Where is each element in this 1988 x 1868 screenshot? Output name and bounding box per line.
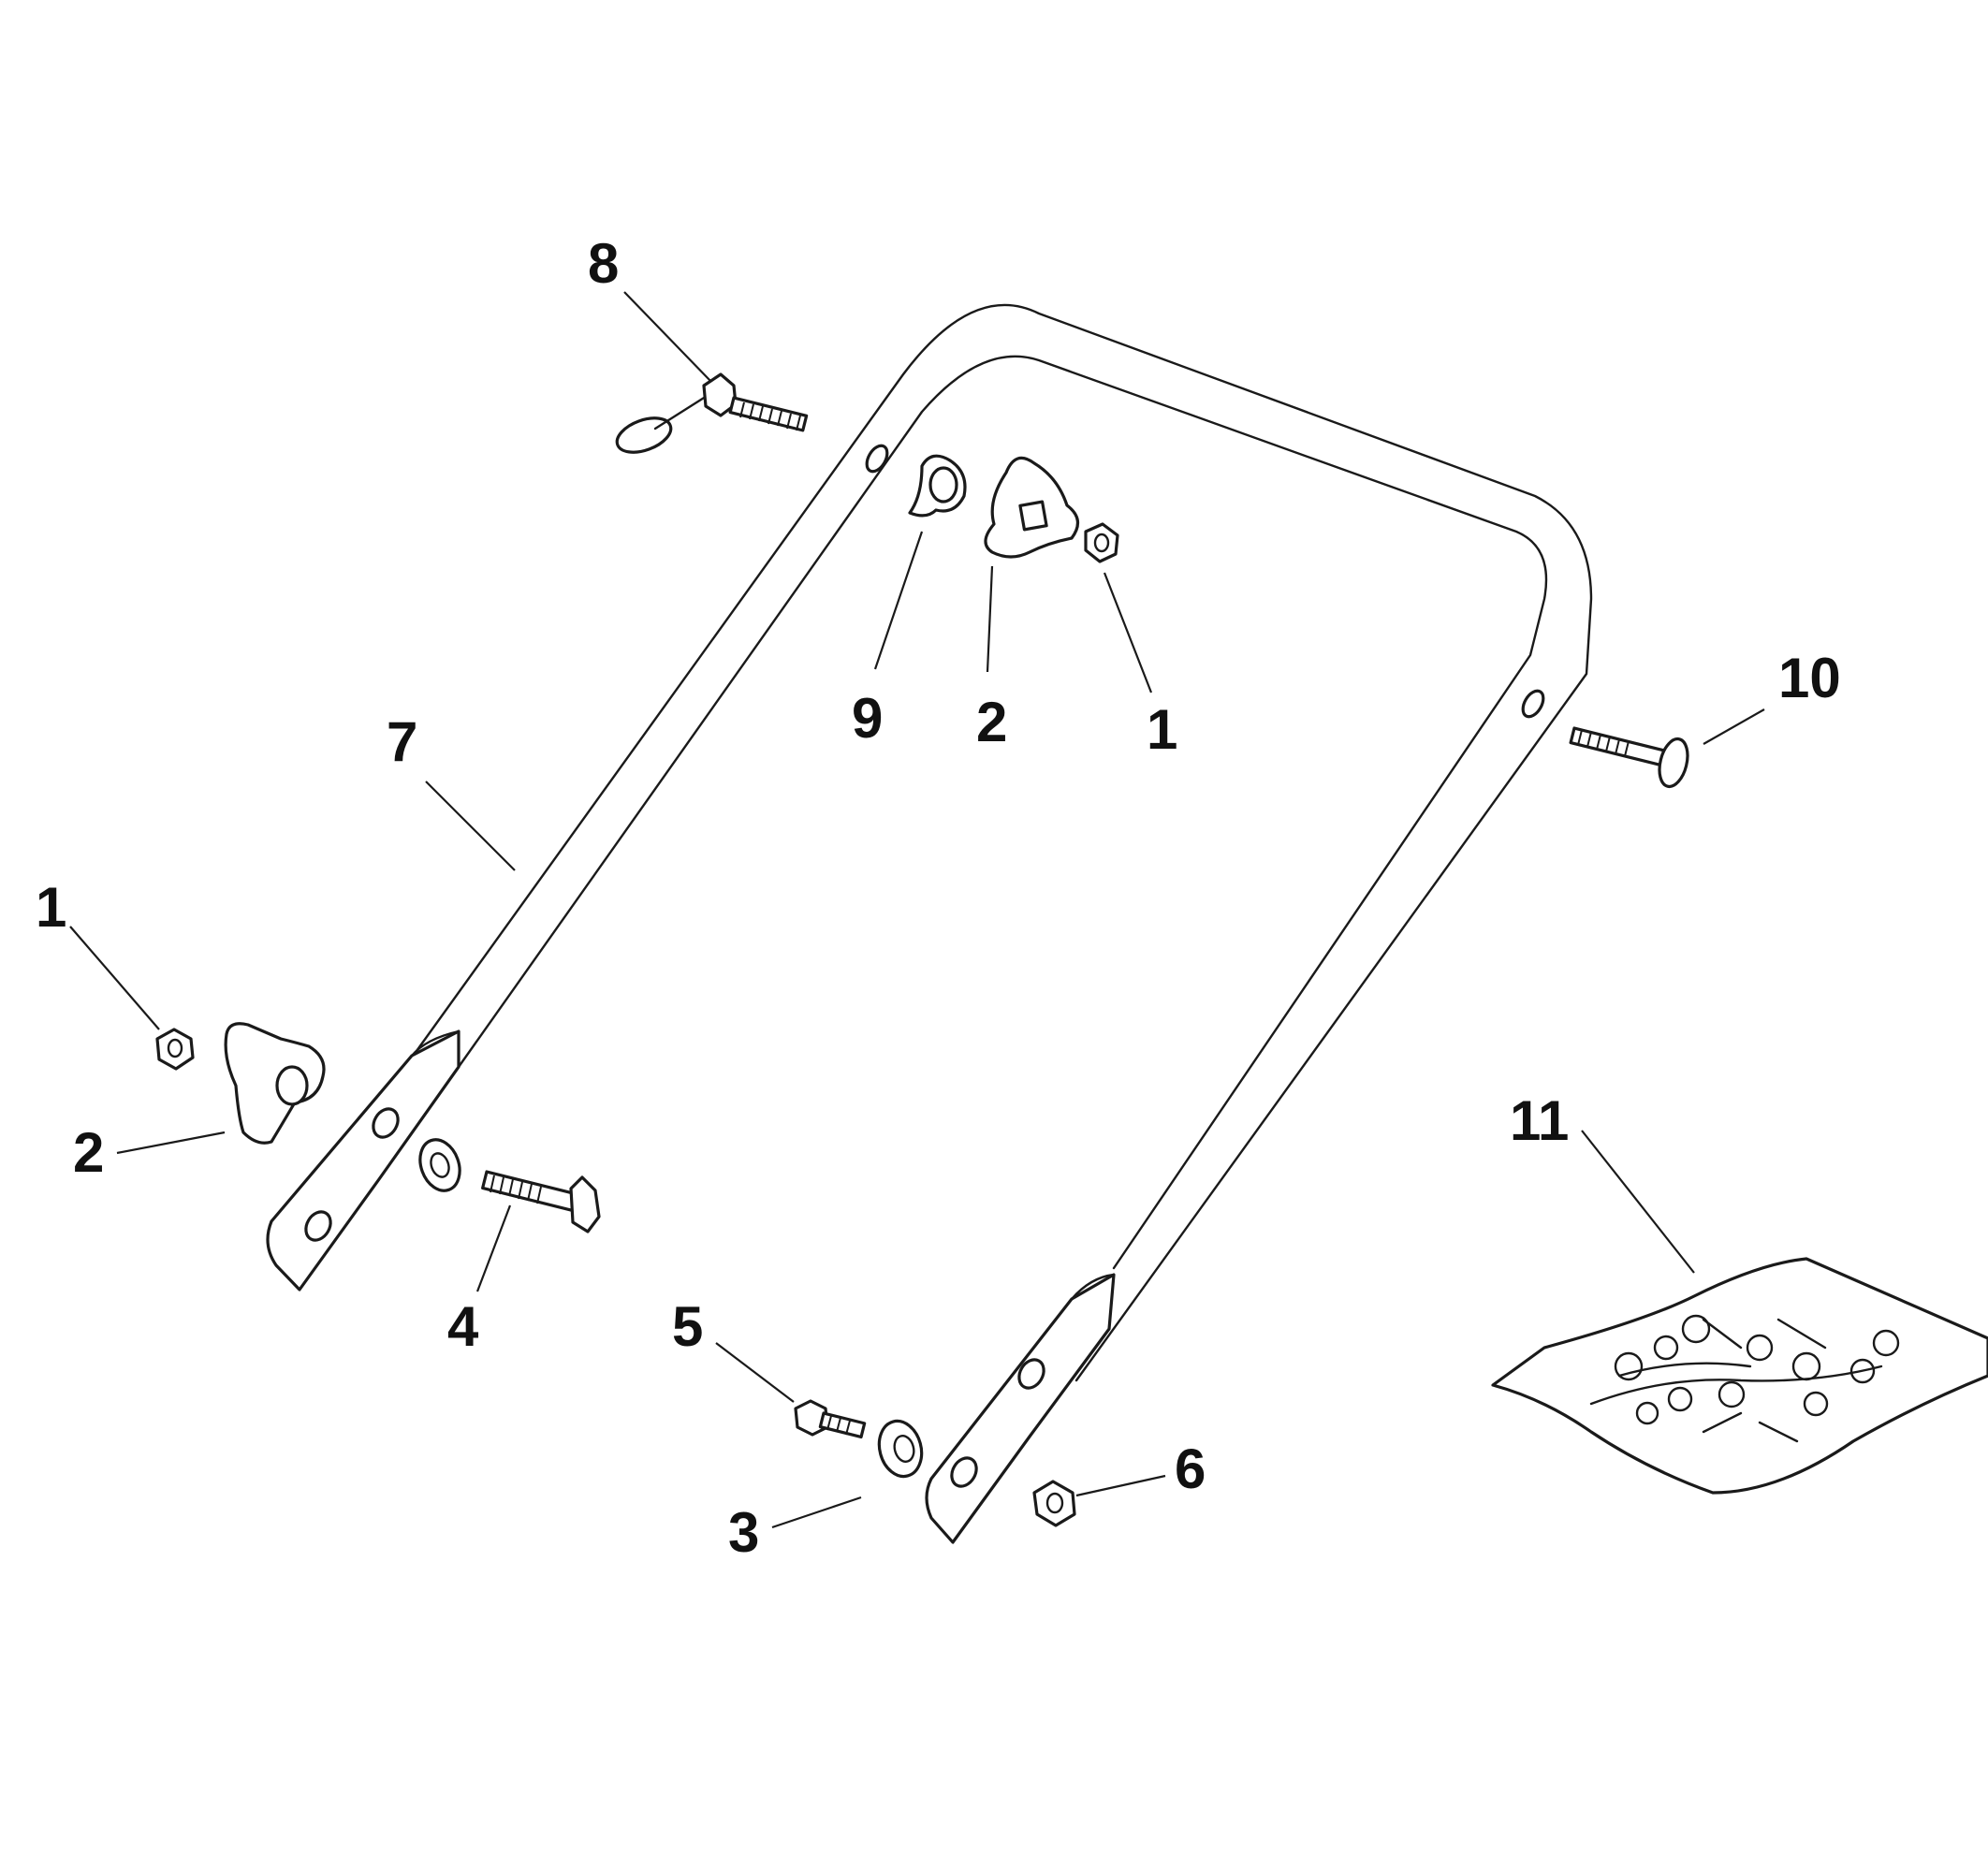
bolt-with-ring-part	[615, 372, 809, 454]
nut-top-part	[1084, 522, 1119, 563]
callout-8: 8	[588, 232, 619, 295]
knob-top-part	[984, 456, 1079, 559]
carriage-bolt-part	[1569, 726, 1689, 789]
callout-5: 5	[672, 1295, 703, 1358]
callout-1-left: 1	[36, 876, 66, 939]
lock-nut-part	[1032, 1480, 1076, 1527]
leader-lines	[69, 291, 1765, 1529]
callout-labels: 8 9 2 1 10 7 1 2 4 5 3 6 11	[36, 232, 1841, 1564]
callout-6: 6	[1175, 1437, 1206, 1500]
callout-1-top: 1	[1147, 698, 1177, 761]
hardware-kit-bag-part	[1491, 1257, 1988, 1495]
knob-left-part	[224, 1022, 326, 1145]
nut-left-part	[155, 1028, 195, 1071]
callout-4: 4	[447, 1295, 479, 1358]
hex-bolt-washer-part	[418, 1138, 601, 1233]
callout-2-left: 2	[73, 1121, 104, 1184]
callout-11: 11	[1510, 1089, 1569, 1152]
callout-9: 9	[852, 687, 883, 750]
handle-frame	[266, 303, 1593, 1544]
callout-10: 10	[1778, 647, 1841, 709]
spacer-boss-part	[908, 454, 967, 518]
callout-3: 3	[728, 1501, 759, 1564]
spacer-washer-part	[877, 1419, 924, 1479]
callout-7: 7	[387, 710, 417, 773]
short-bolt-part	[794, 1399, 867, 1439]
callout-2-top: 2	[976, 691, 1007, 753]
